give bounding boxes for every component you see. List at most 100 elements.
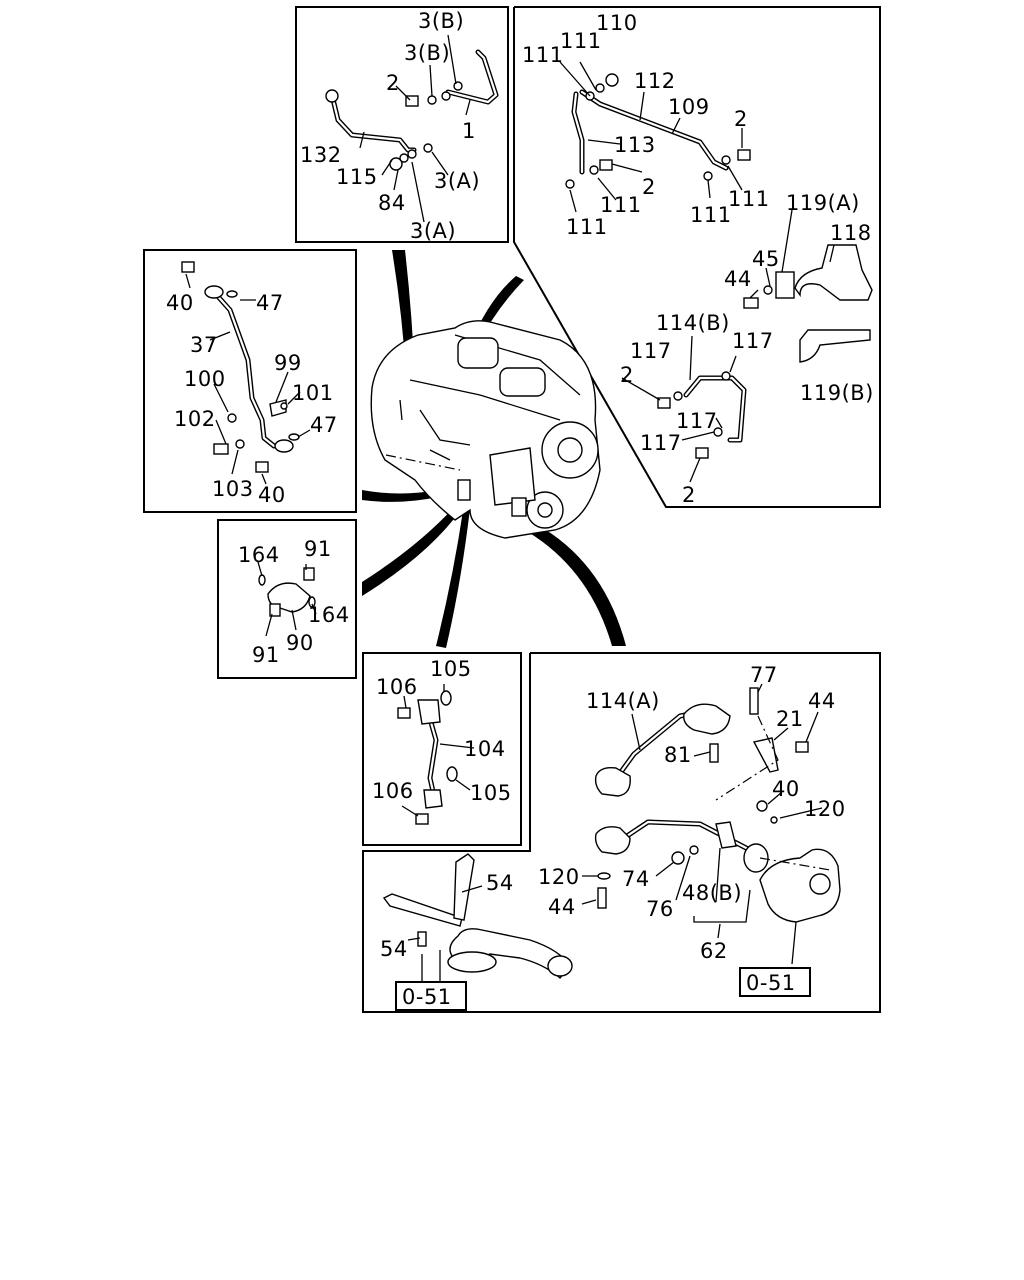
callout-117: 117 [630,339,672,363]
pipe-104-flange-bottom [423,789,443,809]
callout-45: 45 [752,247,780,271]
engine-lines [399,399,471,461]
callout-40: 40 [258,483,286,507]
callout-0-51: 0-51 [746,971,796,995]
callout-115: 115 [336,165,378,189]
washer-117-b [721,371,731,381]
washer-111-c [589,165,599,175]
bolt-44-tr [743,297,759,309]
callout-113: 113 [614,133,656,157]
callout-2: 2 [620,363,634,387]
bolt-54 [417,931,427,947]
engine-timing-cover [489,447,536,506]
panel-top-right-parts [559,61,873,483]
panel-bottom-left-parts [382,853,573,982]
callout-103: 103 [212,477,254,501]
callout-44: 44 [808,689,836,713]
callout-105: 105 [430,657,472,681]
washer-117-a [673,391,683,401]
engine-cap-2 [499,367,546,397]
leader-lines-tr [559,61,835,483]
callout-74: 74 [622,867,650,891]
oring-105-a [440,690,452,706]
callout-111: 111 [600,193,642,217]
oil-strainer-pipe [449,928,571,979]
bracket-48B [715,821,737,849]
bolt-101 [280,402,288,410]
panel-bottom-parts [581,683,841,965]
sweep-to-small [362,505,460,596]
oring-105-b [446,766,458,782]
bolt-106-a [397,707,411,719]
callout-164: 164 [238,543,280,567]
oil-strainer [447,951,497,973]
engine-cap [457,337,499,369]
callout-106: 106 [372,779,414,803]
callout-117: 117 [676,409,718,433]
panel-left-frame [143,249,357,513]
callout-91: 91 [252,643,280,667]
pipe-37-flange-top [204,285,224,299]
panel-top-left-parts [325,34,499,223]
reference-box-0-51-right [739,967,811,997]
pipe-132-eye [325,89,339,103]
leader-lines-m [401,684,475,817]
callout-112: 112 [634,69,676,93]
panel-middle-parts [397,684,475,825]
bolt-102 [213,443,229,455]
washer-103 [235,439,245,449]
callout-1: 1 [462,119,476,143]
flange-114A-upper [683,703,731,735]
bolt-40-a [181,261,195,273]
callout-2: 2 [386,71,400,95]
oil-pump-body [759,848,841,923]
bolt-2-tr-c [657,397,671,409]
gasket-164-b [308,596,316,608]
callout-99: 99 [274,351,302,375]
engine-assembly [370,320,601,539]
callout-labels: 3(B) 3(B) 2 1 132 115 84 3(A) 3(A) 110 1… [166,9,873,1009]
callout-48B: 48(B) [682,881,742,905]
callout-91: 91 [304,537,332,561]
callout-114A: 114(A) [586,689,660,713]
callout-40: 40 [166,291,194,315]
leader-lines-tl [359,34,471,223]
bolt-110 [605,73,619,87]
callout-101: 101 [292,381,334,405]
callout-37: 37 [190,333,218,357]
callout-106: 106 [376,675,418,699]
callout-102: 102 [174,407,216,431]
oring-47-b [288,433,300,441]
callout-21: 21 [776,707,804,731]
callout-54: 54 [380,937,408,961]
bracket-118 [794,244,873,301]
washer-3A-a [399,153,409,163]
washer-120-b [597,872,611,880]
callout-100: 100 [184,367,226,391]
panel-top-left-frame [295,6,509,243]
bolt-91-a [303,567,315,581]
bolt-77 [749,687,759,715]
callout-104: 104 [464,737,506,761]
nut-74 [671,851,685,865]
washer-3A-c [423,143,433,153]
panel-top-right-frame [513,6,881,508]
callout-3A: 3(A) [410,219,456,243]
callout-3A: 3(A) [434,169,480,193]
callout-84: 84 [378,191,406,215]
callout-44: 44 [724,267,752,291]
callout-120: 120 [804,797,846,821]
bolt-91-b [269,603,281,617]
bolt-2-tr-a [599,159,613,171]
leader-lines-s [257,561,317,637]
callout-81: 81 [664,743,692,767]
callout-3B: 3(B) [418,9,464,33]
callout-120: 120 [538,865,580,889]
callout-44: 44 [548,895,576,919]
washer-120-a [770,816,778,824]
callout-164: 164 [308,603,350,627]
panel-bottom-frame [362,652,881,1013]
oring-47-a [226,290,238,298]
callout-111: 111 [566,215,608,239]
sweep-to-bottom [528,524,626,646]
